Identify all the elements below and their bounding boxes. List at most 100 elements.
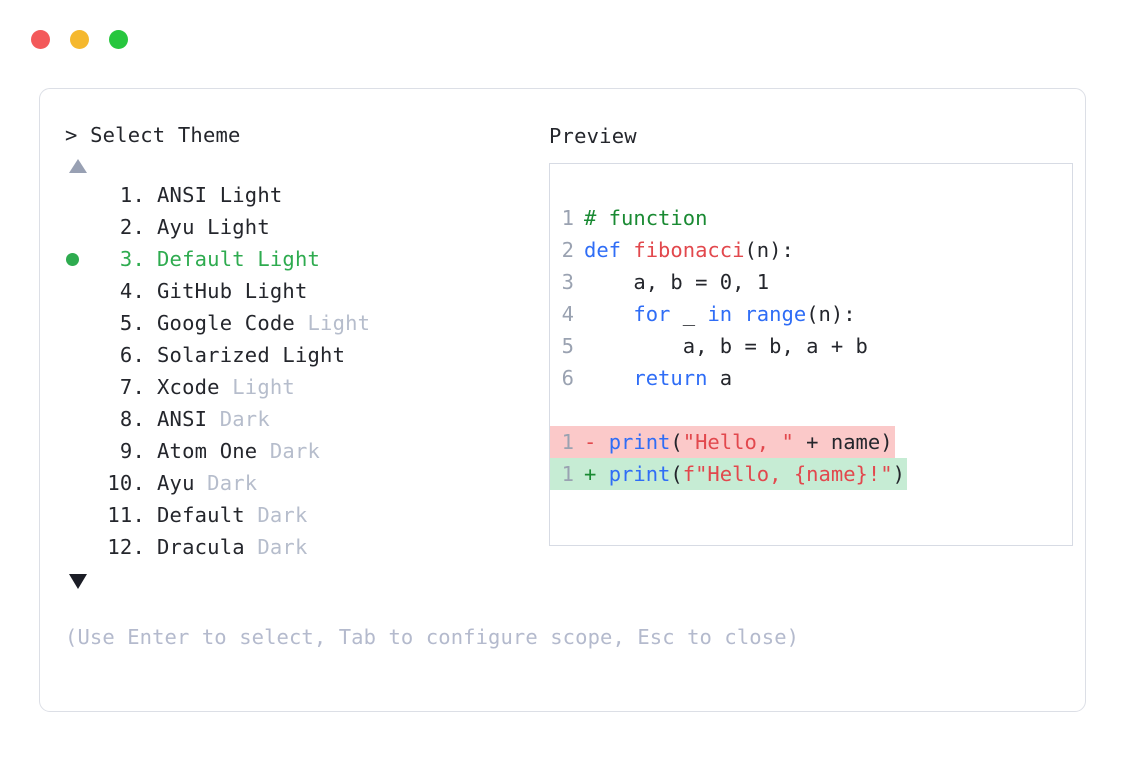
maximize-window-button[interactable] (109, 30, 128, 49)
code-token-del: - (584, 430, 609, 454)
line-number: 1 (561, 430, 574, 454)
code-line-text: - print("Hello, " + name) (584, 426, 895, 458)
code-token-plain: + name) (793, 430, 893, 454)
selection-bullet-cell (65, 371, 93, 403)
theme-item-index: 12. (107, 535, 145, 559)
code-token-string: "Hello, " (682, 430, 794, 454)
theme-item-index: 2. (119, 215, 145, 239)
theme-list-item[interactable]: 8. ANSI Dark (65, 403, 543, 435)
code-token-plain: a (707, 366, 733, 390)
code-line: 4 for _ in range(n): (550, 298, 858, 330)
theme-item-name: Dracula (157, 535, 245, 559)
code-line-text: a, b = b, a + b (584, 330, 870, 362)
theme-item-index: 4. (119, 279, 145, 303)
selection-bullet-cell (65, 307, 93, 339)
code-token-func: fibonacci (633, 238, 745, 262)
code-token-plain (732, 302, 744, 326)
line-number: 1 (561, 206, 574, 230)
selection-bullet-cell (65, 499, 93, 531)
theme-list-item[interactable]: 9.Atom One Dark (65, 435, 543, 467)
code-line-text: def fibonacci(n): (584, 234, 796, 266)
keyboard-hint: (Use Enter to select, Tab to configure s… (65, 625, 800, 649)
scroll-up-icon[interactable] (69, 159, 87, 173)
theme-list-item[interactable]: 6.Solarized Light (65, 339, 543, 371)
code-token-keyword: in (707, 302, 733, 326)
selection-bullet-cell (65, 339, 93, 371)
theme-list-item[interactable]: 4. GitHub Light (65, 275, 543, 307)
line-number: 6 (561, 366, 574, 390)
code-line-added: 1+ print(f"Hello, {name}!") (550, 458, 907, 490)
line-number: 4 (561, 302, 574, 326)
code-line-removed: 1 - print("Hello, " + name) (550, 426, 895, 458)
selection-bullet-cell (65, 403, 93, 435)
code-token-keyword: for (633, 302, 671, 326)
theme-item-variant: Dark (244, 535, 308, 559)
scroll-down-icon[interactable] (69, 574, 87, 589)
code-token-plain: a, b = 0, 1 (584, 270, 770, 294)
theme-item-name: GitHub Light (157, 279, 308, 303)
code-line-text: a, b = 0, 1 (584, 266, 771, 298)
theme-item-name: Google Code (157, 311, 295, 335)
theme-list-item[interactable]: 10.Ayu Dark (65, 467, 543, 499)
selection-bullet-cell (65, 211, 93, 243)
theme-item-name: Ayu Light (157, 215, 270, 239)
code-token-builtin: print (608, 462, 671, 486)
code-token-add: + (584, 462, 609, 486)
code-line: 6 return a (550, 362, 734, 394)
theme-item-name: ANSI (157, 407, 208, 431)
code-token-plain (584, 302, 633, 326)
theme-item-variant: Dark (207, 407, 270, 431)
theme-list-item[interactable]: 1.ANSI Light (65, 179, 543, 211)
window-controls (31, 30, 128, 49)
theme-list-item[interactable]: 5. Google Code Light (65, 307, 543, 339)
theme-list-item[interactable]: 12. Dracula Dark (65, 531, 543, 563)
theme-list-item[interactable]: 3.Default Light (65, 243, 543, 275)
code-token-string: f"Hello, {name}!" (682, 462, 893, 486)
selection-bullet-cell (65, 467, 93, 499)
code-token-plain: a, b = b, a + b (584, 334, 868, 358)
theme-item-index: 10. (107, 471, 145, 495)
theme-list-item[interactable]: 2. Ayu Light (65, 211, 543, 243)
line-number: 5 (561, 334, 574, 358)
theme-item-name: ANSI Light (157, 183, 283, 207)
code-line-text: # function (584, 202, 709, 234)
code-line: 3 a, b = 0, 1 (550, 266, 771, 298)
theme-item-variant: Light (294, 311, 371, 335)
line-number: 3 (561, 270, 574, 294)
code-line-text: + print(f"Hello, {name}!") (584, 458, 907, 490)
selection-bullet-cell (65, 275, 93, 307)
code-token-plain: _ (670, 302, 708, 326)
code-token-keyword: return (633, 366, 708, 390)
theme-selector-card: > Select Theme 1.ANSI Light 2. Ayu Light 3.… (39, 88, 1086, 712)
theme-item-name: Ayu (157, 471, 195, 495)
code-line: 5 a, b = b, a + b (550, 330, 870, 362)
theme-item-index: 5. (119, 311, 145, 335)
close-window-button[interactable] (31, 30, 50, 49)
theme-item-name: Atom One (157, 439, 258, 463)
code-token-keyword: def (584, 238, 634, 262)
theme-item-name: Solarized Light (157, 343, 346, 367)
code-line-text: return a (584, 362, 734, 394)
theme-item-name: Xcode (157, 375, 220, 399)
select-theme-prompt: > Select Theme (65, 123, 241, 147)
code-blank-line (550, 394, 1072, 426)
line-number: 2 (561, 238, 574, 262)
code-token-builtin: range (744, 302, 807, 326)
theme-list-item[interactable]: 11.Default Dark (65, 499, 543, 531)
code-line: 1 # function (550, 202, 709, 234)
theme-item-index: 8. (119, 407, 145, 431)
code-token-plain: ( (670, 430, 683, 454)
theme-list-column: > Select Theme 1.ANSI Light 2. Ayu Light 3.… (65, 121, 543, 589)
code-token-plain (584, 366, 633, 390)
selection-bullet-cell (65, 435, 93, 467)
code-token-plain: (n): (806, 302, 856, 326)
theme-item-index: 9. (119, 439, 145, 463)
code-line-text: for _ in range(n): (584, 298, 858, 330)
theme-item-index: 11. (107, 503, 145, 527)
minimize-window-button[interactable] (70, 30, 89, 49)
theme-list-item[interactable]: 7.Xcode Light (65, 371, 543, 403)
